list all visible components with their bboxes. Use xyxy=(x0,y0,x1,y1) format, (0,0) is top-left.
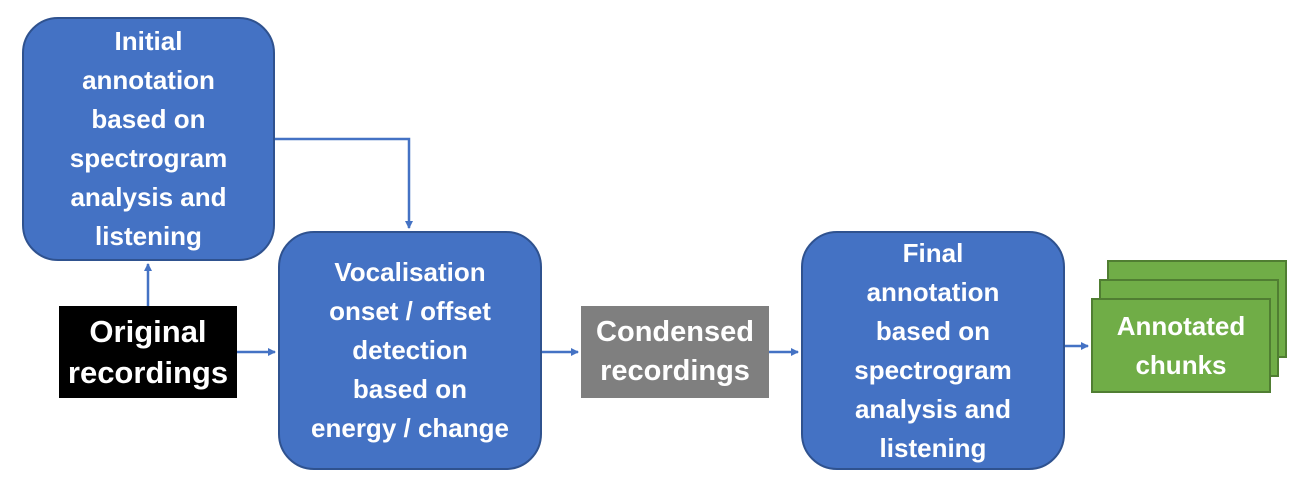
vocalisation-detection-node: Vocalisation onset / offset detection ba… xyxy=(278,231,542,470)
annotated-chunks-node: Annotated chunks xyxy=(1091,298,1271,393)
final-annotation-label: Final annotation based on spectrogram an… xyxy=(854,237,1012,463)
vocalisation-detection-label: Vocalisation onset / offset detection ba… xyxy=(311,257,509,443)
final-annotation-node: Final annotation based on spectrogram an… xyxy=(801,231,1065,470)
original-recordings-node: Original recordings xyxy=(59,306,237,398)
condensed-recordings-node: Condensed recordings xyxy=(581,306,769,398)
annotated-chunks-label: Annotated chunks xyxy=(1116,310,1246,380)
condensed-recordings-label: Condensed recordings xyxy=(596,316,754,387)
arrow-initial-to-vocalisation xyxy=(275,137,413,229)
original-recordings-label: Original recordings xyxy=(67,314,229,390)
initial-annotation-node: Initial annotation based on spectrogram … xyxy=(22,17,275,261)
initial-annotation-label: Initial annotation based on spectrogram … xyxy=(69,26,228,251)
